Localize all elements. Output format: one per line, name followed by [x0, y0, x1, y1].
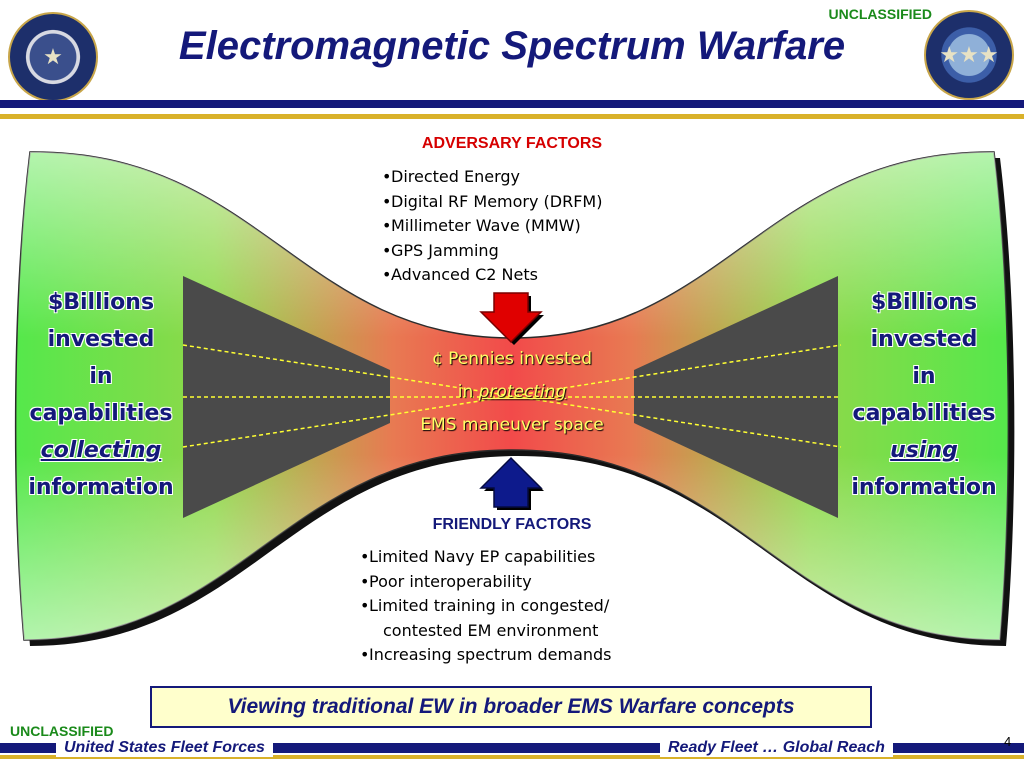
classification-bottom: UNCLASSIFIED	[10, 723, 114, 739]
friendly-factors-title: FRIENDLY FACTORS	[432, 516, 592, 533]
left-funnel	[183, 276, 390, 518]
adversary-factors-list: •Directed Energy •Digital RF Memory (DRF…	[382, 165, 602, 288]
signal-lines	[182, 344, 842, 448]
center-pennies-text: ¢ Pennies invested in protecting EMS man…	[420, 349, 604, 435]
list-item: •Millimeter Wave (MMW)	[382, 216, 581, 235]
list-item: •Directed Energy	[382, 167, 521, 186]
summary-banner: Viewing traditional EW in broader EMS Wa…	[150, 686, 872, 728]
list-item: •Increasing spectrum demands	[360, 645, 612, 664]
list-item: •Limited training in congested/	[360, 596, 610, 615]
footer-rule-gold	[0, 755, 1024, 759]
page-title: Electromagnetic Spectrum Warfare	[178, 24, 846, 68]
list-item: •Digital RF Memory (DRFM)	[382, 191, 603, 211]
adversary-factors-title: ADVERSARY FACTORS	[421, 135, 603, 152]
ems-diagram	[14, 151, 1015, 647]
left-investment-text: $Billions invested in capabilities colle…	[28, 290, 174, 500]
header-rule-navy	[0, 100, 1024, 108]
netwarcom-seal-icon: ★★★	[924, 10, 1014, 100]
footer-right-text: Ready Fleet … Global Reach	[660, 739, 893, 757]
friendly-arrow-icon	[479, 456, 544, 510]
header-rule-gold	[0, 114, 1024, 119]
list-item: •GPS Jamming	[382, 240, 499, 260]
list-item: contested EM environment	[383, 620, 599, 640]
footer-rule-navy	[0, 743, 1024, 753]
footer-left-text: United States Fleet Forces	[56, 739, 273, 757]
list-item: •Poor interoperability	[360, 571, 532, 591]
page-number: 4	[1004, 734, 1012, 749]
friendly-factors-list: •Limited Navy EP capabilities •Poor inte…	[360, 545, 612, 668]
adversary-arrow-icon	[479, 292, 544, 345]
fleet-forces-seal-icon: ★	[8, 12, 98, 102]
right-investment-text: $Billions invested in capabilities using…	[851, 290, 997, 500]
list-item: •Limited Navy EP capabilities	[360, 547, 596, 566]
list-item: •Advanced C2 Nets	[382, 265, 538, 284]
classification-top: UNCLASSIFIED	[828, 6, 932, 22]
